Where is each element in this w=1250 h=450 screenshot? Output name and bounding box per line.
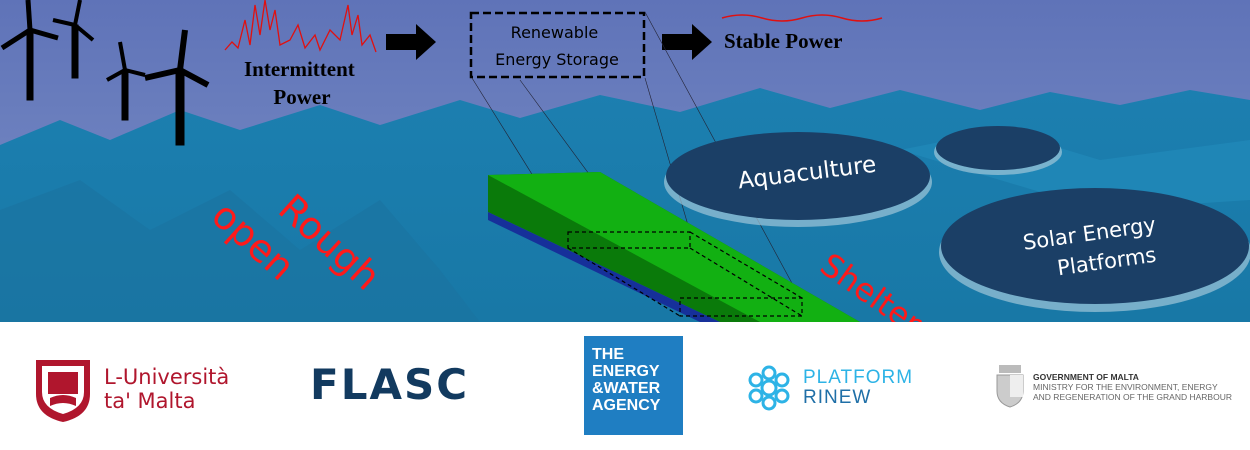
university-name-line1: L-Università	[104, 365, 230, 389]
malta-coat-of-arms-icon	[996, 365, 1024, 408]
flasc-logo: FLASC	[310, 360, 470, 409]
government-of-malta-logo: GOVERNMENT OF MALTA MINISTRY FOR THE ENV…	[993, 365, 1232, 409]
storage-label: Renewable Energy Storage	[495, 23, 619, 69]
stable-power-signal	[721, 14, 883, 22]
intermittent-power-label: Intermittent Power	[244, 57, 360, 109]
small-platform	[934, 126, 1062, 175]
arrow-icon	[662, 24, 712, 60]
platform-rinew-logo: PLATFORM RINEW	[745, 364, 913, 412]
concept-illustration: Intermittent Power Renewable Energy Stor…	[0, 0, 1250, 322]
breakwater-platform	[488, 172, 860, 322]
university-name-line2: ta' Malta	[104, 389, 196, 413]
solar-platform: Solar Energy Platforms	[939, 188, 1250, 312]
storage-box	[469, 11, 646, 79]
rinew-flower-icon	[748, 365, 790, 411]
wind-turbines-icon	[0, 0, 210, 146]
stable-power-label: Stable Power	[724, 29, 842, 53]
university-crest-icon	[36, 360, 90, 422]
arrow-icon	[386, 24, 436, 60]
intermittent-power-signal	[224, 0, 377, 53]
university-of-malta-logo: L-Università ta' Malta	[32, 354, 229, 424]
aquaculture-platform: Aquaculture	[664, 132, 932, 227]
